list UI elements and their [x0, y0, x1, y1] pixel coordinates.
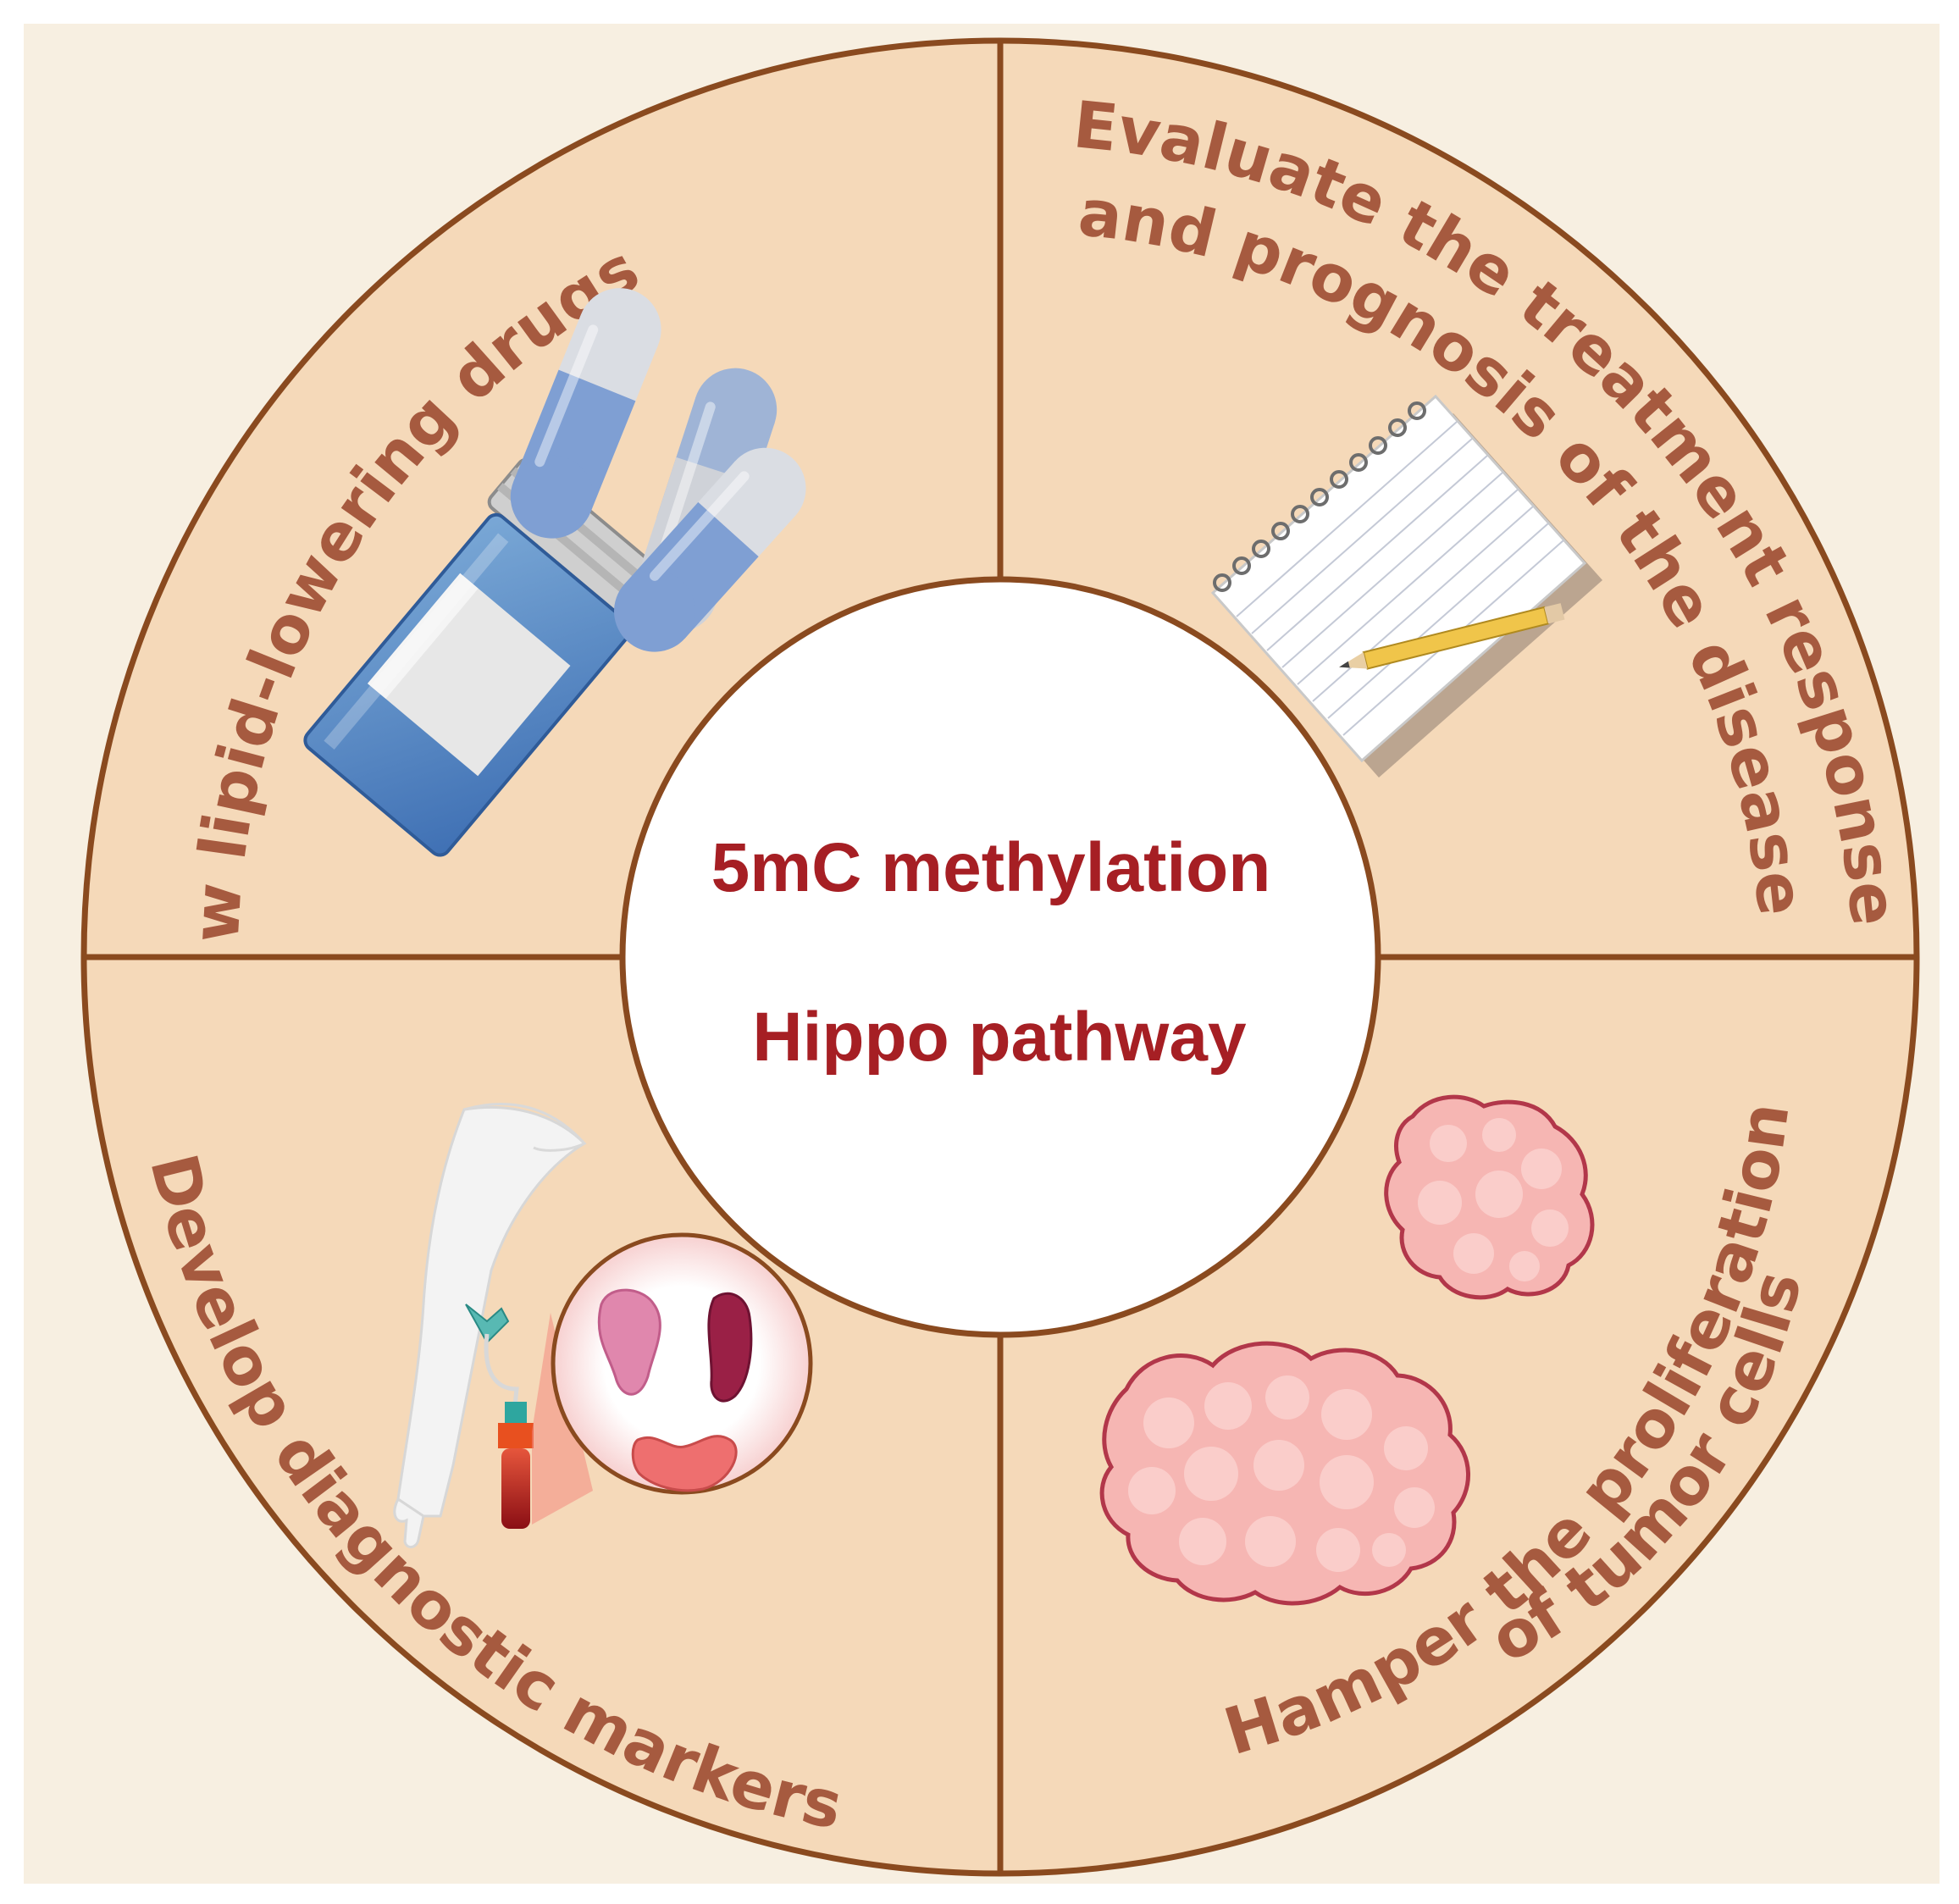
capsule-icon — [614, 447, 806, 652]
spiral-binding — [1213, 401, 1426, 592]
zoom-cone — [532, 1313, 593, 1525]
capsule-icon — [510, 288, 661, 539]
butterfly-needle-icon — [465, 1303, 519, 1407]
tumor-cell-small — [1384, 1094, 1595, 1300]
blood-draw-and-organs-icon — [393, 1103, 813, 1548]
pill-bottle-and-capsules-icon — [303, 288, 806, 857]
arm-icon — [393, 1103, 587, 1548]
pencil-icon — [1339, 603, 1565, 670]
center-title-line2: Hippo pathway — [752, 999, 1247, 1076]
center-title-line1: 5mC methylation — [711, 829, 1271, 906]
center-circle — [619, 576, 1381, 1338]
tumor-cells-icon — [1099, 1094, 1595, 1606]
magnified-organs-icon — [551, 1232, 813, 1495]
tumor-cell-large — [1099, 1341, 1470, 1606]
notebook-and-pencil-icon — [1210, 394, 1602, 778]
pill-bottle-icon — [303, 457, 682, 857]
blood-tube-icon — [498, 1402, 534, 1529]
